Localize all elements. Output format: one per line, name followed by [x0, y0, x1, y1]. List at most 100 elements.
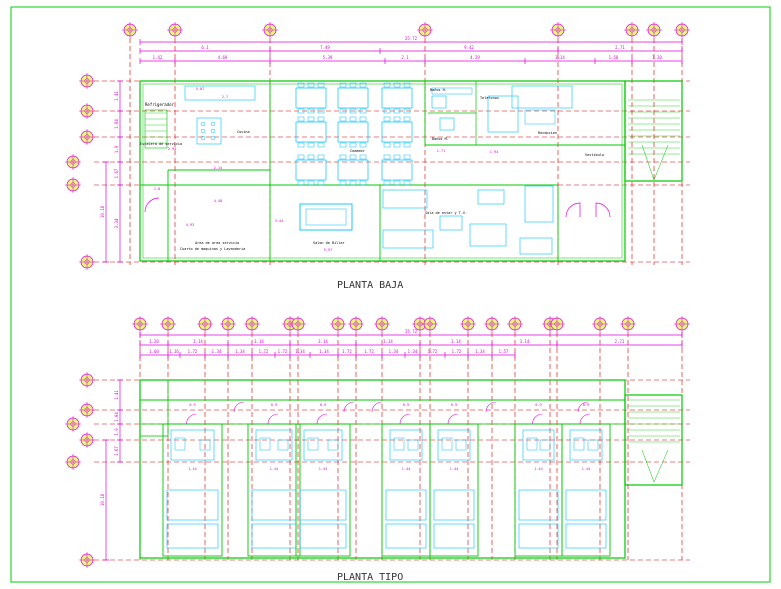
room-label-bano-m: Baños M. [432, 137, 449, 141]
typical-dim-row2-value: 3.14 [451, 339, 461, 344]
axis-bubble-left [79, 402, 95, 418]
axis-bubble-left [79, 254, 95, 270]
bed [251, 489, 297, 521]
planta-baja-title: PLANTA BAJA [337, 280, 403, 291]
dining-chair [359, 154, 367, 160]
ground-dim-row2-value: 2.71 [615, 45, 625, 50]
door-dimension: 0.9 [271, 403, 277, 407]
stove-burner [200, 128, 206, 134]
room-label-recepcion: Recepcion [538, 131, 557, 135]
axis-bubble-top [160, 316, 176, 332]
room-label-cuarto: Cuarto de maquinas y Lavanderia [180, 247, 245, 251]
typical-dim-left-value: 1.41 [114, 390, 119, 400]
bath-dimension: 1.44 [319, 467, 327, 471]
axis-bubble-top [674, 316, 690, 332]
dining-chair [393, 116, 401, 122]
room-label-vestibulo: Vestibulo [585, 153, 604, 157]
inner-dimension: 1.8 [154, 187, 160, 191]
dining-chair [349, 154, 357, 160]
door-dimension: 0.9 [320, 403, 326, 407]
typical-dim-row2-value: 3.14 [254, 339, 264, 344]
dining-chair [359, 142, 367, 148]
bath-dimension: 1.44 [188, 467, 196, 471]
shower [277, 439, 289, 451]
axis-bubble-top [290, 316, 306, 332]
axis-bubble-top [592, 316, 608, 332]
dining-chair [403, 142, 411, 148]
axis-bubble-left [79, 552, 95, 568]
ground-dim-row3-value: 1.58 [609, 55, 619, 60]
dining-chair [307, 180, 315, 186]
kitchen-counter [184, 85, 256, 101]
dining-chair [307, 116, 315, 122]
bathroom [303, 429, 343, 461]
coffee-table [439, 215, 463, 231]
ground-dim-row2-value: 6.1 [201, 45, 209, 50]
dining-chair [307, 82, 315, 88]
bed [518, 523, 559, 549]
dining-chair [403, 108, 411, 114]
corridor-door [577, 401, 589, 413]
bath-dimension: 1.44 [582, 467, 590, 471]
ground-dim-row3-value: 1.20 [652, 55, 662, 60]
axis-bubble-top [646, 22, 662, 38]
dining-chair [349, 116, 357, 122]
bathroom [255, 429, 293, 461]
inner-dimension: 1.94 [490, 150, 498, 154]
stove-burner [200, 135, 206, 141]
bathroom [389, 429, 423, 461]
typical-dim-row2-value: 3.14 [383, 339, 393, 344]
typical-dim-row3-value: 1.72 [278, 349, 288, 354]
inner-dimension: 2.95 [168, 147, 176, 151]
corridor-door [343, 401, 355, 413]
room-label-escalera: Escalera de servicio [140, 142, 182, 146]
dining-chair [383, 116, 391, 122]
inner-dimension: 2.14 [214, 166, 222, 170]
dining-table [337, 159, 369, 181]
bed [299, 489, 347, 521]
shower [407, 439, 419, 451]
door-swing [565, 202, 581, 218]
axis-bubble-left [65, 454, 81, 470]
typical-dim-row2-value: 3.14 [520, 339, 530, 344]
bathroom [170, 429, 215, 461]
bed [166, 489, 219, 521]
dining-chair [393, 108, 401, 114]
typical-dim-row3-value: 1.34 [389, 349, 399, 354]
dining-chair [317, 154, 325, 160]
dining-table [295, 87, 327, 109]
axis-bubble-top [550, 22, 566, 38]
door-swing [316, 413, 328, 425]
room-label-sala: Sala de estar y T.V. [425, 211, 467, 215]
dining-chair [403, 82, 411, 88]
axis-bubble-top [422, 316, 438, 332]
typical-dim-row3-value: 1.34 [295, 349, 305, 354]
dining-chair [317, 180, 325, 186]
axis-bubble-top [484, 316, 500, 332]
ground-dim-left-value: 1.67 [114, 168, 119, 178]
dining-chair [393, 154, 401, 160]
typical-dim-row3-value: 1.72 [188, 349, 198, 354]
inner-dimension: 4.93 [186, 223, 194, 227]
dining-table [295, 159, 327, 181]
door-swing [579, 413, 591, 425]
typical-dim-row3-value: 1.34 [235, 349, 245, 354]
typical-dim-left-value: 1.84 [114, 412, 119, 422]
ground-dim-row3-value: 1.42 [153, 55, 163, 60]
dining-chair [317, 82, 325, 88]
typical-dim-row3-value: 1.72 [428, 349, 438, 354]
ground-dim-left-value: 1.41 [114, 91, 119, 101]
axis-bubble-top [167, 22, 183, 38]
dining-chair [297, 108, 305, 114]
billiard-cloth [305, 208, 347, 226]
ground-dim-row3-value: 2.1 [401, 55, 409, 60]
bed [433, 489, 475, 521]
door-dimension: 0.9 [535, 403, 541, 407]
stair-core [624, 394, 683, 486]
armchair [477, 189, 505, 205]
typical-dim-left-total-value: 10.18 [100, 493, 105, 506]
axis-bubble-left [79, 432, 95, 448]
dining-chair [297, 82, 305, 88]
bath-dimension: 1.44 [450, 467, 458, 471]
